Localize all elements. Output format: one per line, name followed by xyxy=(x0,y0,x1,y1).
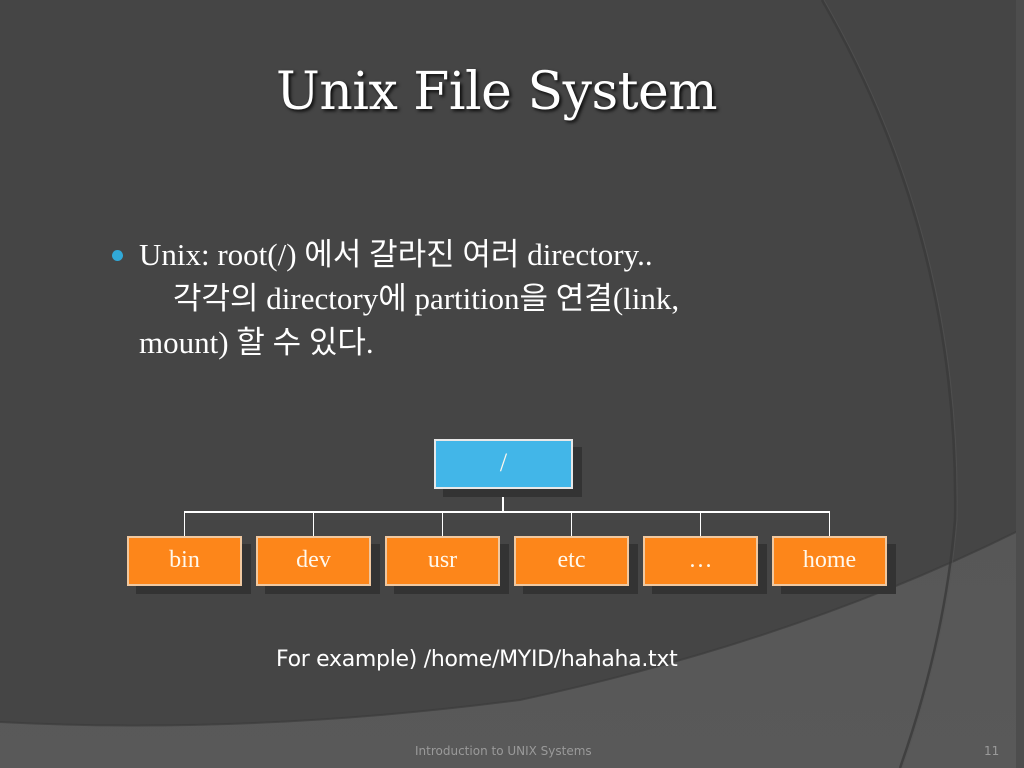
tree-node-dev: dev xyxy=(256,536,371,586)
bullet-line-2: 각각의 directory에 partition을 연결(link, xyxy=(173,281,680,316)
bottom-band-edge xyxy=(0,527,1024,727)
tree-node-ellipsis: … xyxy=(643,536,758,586)
connector-etc xyxy=(571,511,572,536)
connector-dev xyxy=(313,511,314,536)
bullet-item: Unix: root(/) 에서 갈라진 여러 directory.. 각각의 … xyxy=(108,233,868,365)
connector-bin xyxy=(184,511,185,536)
page-number: 11 xyxy=(984,744,1000,758)
bullet-dot-icon xyxy=(112,250,123,261)
bullet-line-1: Unix: root(/) 에서 갈라진 여러 directory.. xyxy=(139,237,653,272)
tree-node-usr: usr xyxy=(385,536,500,586)
bullet-line-3: mount) 할 수 있다. xyxy=(139,325,374,360)
right-arc-highlight xyxy=(823,0,958,768)
slide-title: Unix File System xyxy=(276,62,718,122)
right-arc xyxy=(820,0,957,768)
connector-home xyxy=(829,511,830,536)
bottom-band-shape xyxy=(0,528,1024,768)
example-path: For example) /home/MYID/hahaha.txt xyxy=(276,647,678,672)
tree-node-home: home xyxy=(772,536,887,586)
tree-node-etc: etc xyxy=(514,536,629,586)
connector-ellipsis xyxy=(700,511,701,536)
tree-root-node: / xyxy=(434,439,573,489)
right-edge-strip xyxy=(1016,0,1024,768)
tree-node-bin: bin xyxy=(127,536,242,586)
connector-root-stem xyxy=(502,489,504,512)
connector-usr xyxy=(442,511,443,536)
connector-horizontal xyxy=(184,511,830,513)
footer-title: Introduction to UNIX Systems xyxy=(415,744,592,758)
